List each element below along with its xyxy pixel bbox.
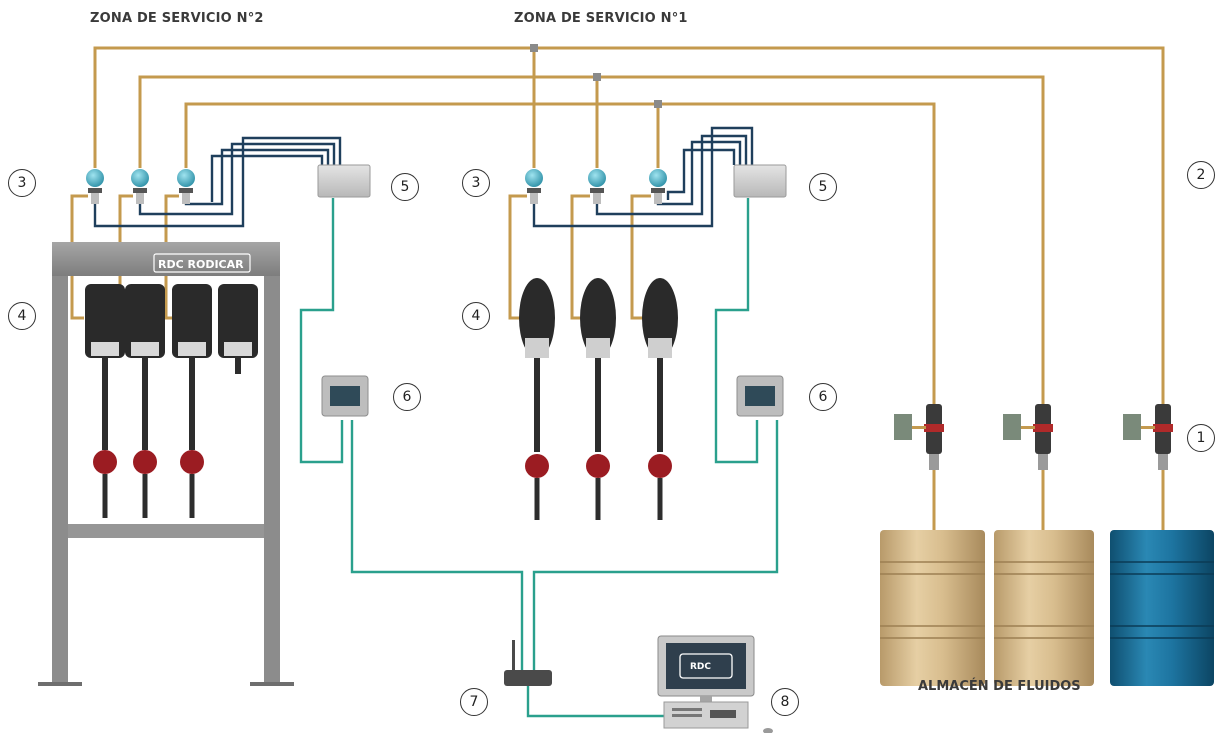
storage-title: ALMACÉN DE FLUIDOS (918, 679, 1081, 694)
computer: RDC (657, 635, 773, 733)
svg-text:RDC: RDC (690, 662, 711, 672)
marker-4-zone-1: 4 (462, 302, 490, 330)
marker-1: 1 (1187, 424, 1215, 452)
marker-7: 7 (460, 688, 488, 716)
marker-5-zone-1: 5 (809, 173, 837, 201)
router (504, 640, 552, 686)
zone-2-reels (85, 284, 258, 518)
control-boxes (317, 164, 787, 198)
marker-6-zone-2: 6 (393, 383, 421, 411)
zone-1-reels (519, 278, 678, 520)
marker-4-zone-2: 4 (8, 302, 36, 330)
zone-2-rack: RDC RODICAR (38, 242, 294, 686)
marker-6-zone-1: 6 (809, 383, 837, 411)
marker-8: 8 (771, 688, 799, 716)
display-terminals (321, 375, 784, 417)
rack-logo: RDC RODICAR (158, 258, 244, 271)
network-lines (299, 198, 779, 718)
zone-1-title: ZONA DE SERVICIO N°1 (514, 11, 688, 26)
marker-2: 2 (1187, 161, 1215, 189)
marker-3-zone-1: 3 (462, 169, 490, 197)
line-junctions (530, 44, 662, 108)
marker-5-zone-2: 5 (391, 173, 419, 201)
fluid-barrels (880, 530, 1214, 686)
zone-2-title: ZONA DE SERVICIO N°2 (90, 11, 264, 26)
flow-meters (86, 169, 667, 204)
marker-3-zone-2: 3 (8, 169, 36, 197)
pumps (894, 404, 1173, 470)
